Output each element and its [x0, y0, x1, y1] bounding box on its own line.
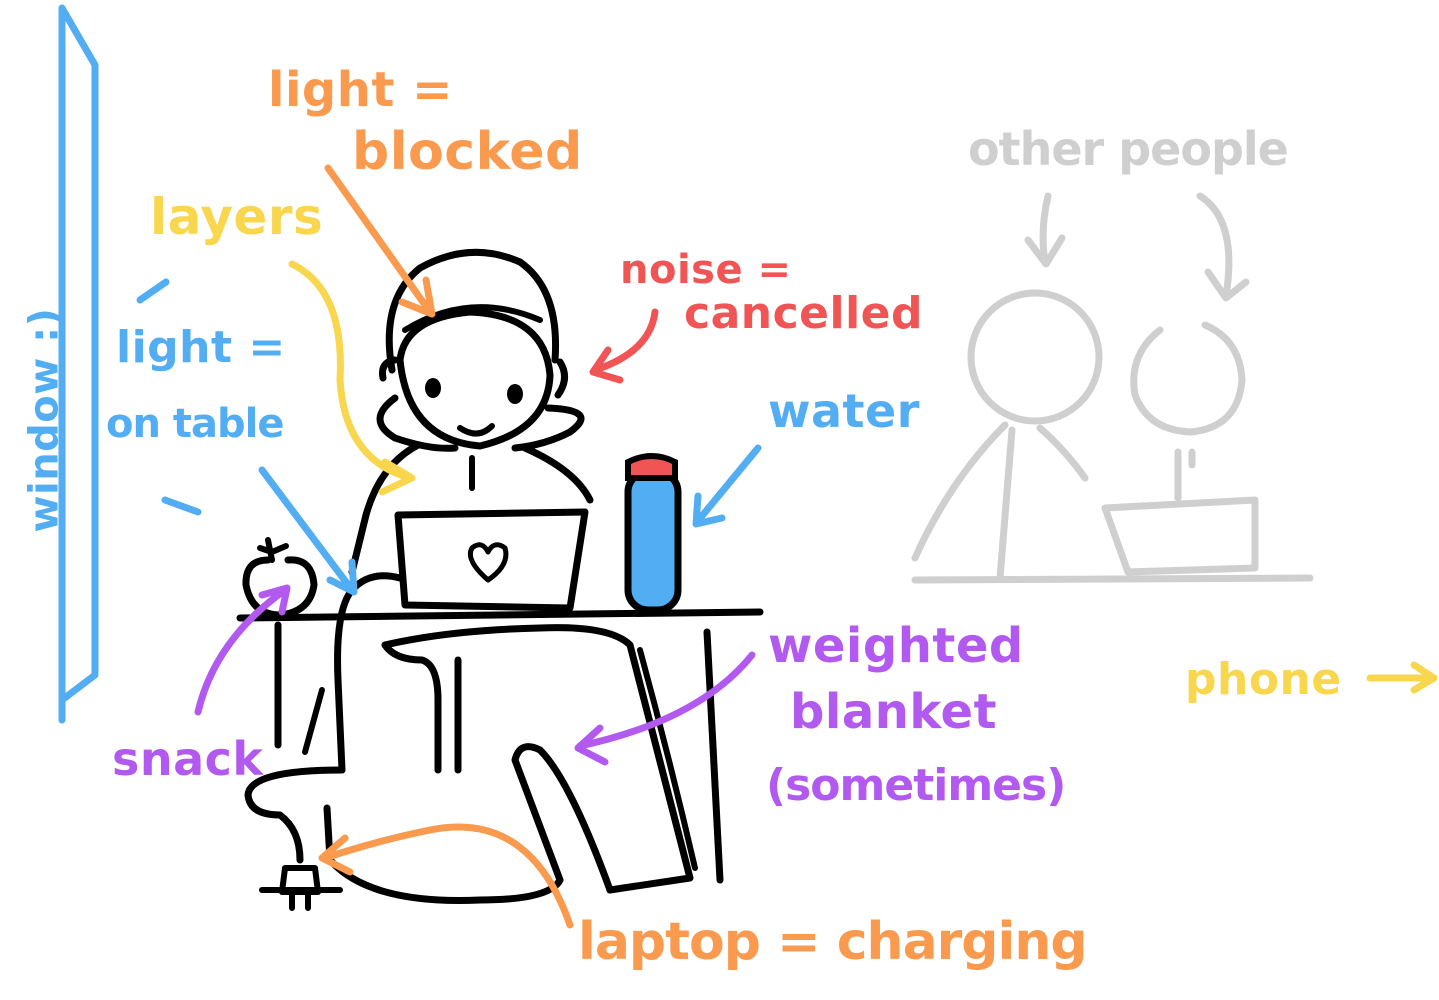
light-on-table-label-line2: on table	[106, 401, 284, 447]
other-people-figures	[911, 192, 1314, 584]
arrow-layers	[288, 260, 416, 496]
weighted-label-line1: weighted	[768, 618, 1024, 674]
layers-label: layers	[150, 188, 324, 246]
noise-label-line1: noise =	[620, 247, 792, 293]
light-on-table-label-line1: light =	[116, 322, 286, 373]
water-bottle	[624, 453, 682, 614]
charging-cable	[244, 766, 564, 911]
arrow-noise-cancelled	[589, 308, 659, 384]
light-blocked-label-line2: blocked	[352, 122, 583, 182]
arrow-light-on-table	[136, 278, 358, 596]
laptop	[394, 508, 589, 612]
arrow-snack	[194, 584, 291, 716]
laptop-charging-label: laptop = charging	[578, 912, 1088, 972]
weighted-label-line2: blanket	[790, 684, 998, 740]
phone-label: phone	[1185, 654, 1342, 705]
weighted-blanket	[381, 624, 698, 894]
apple-snack	[242, 537, 318, 619]
heart-icon	[467, 542, 509, 583]
desk	[236, 608, 764, 884]
other-people-label: other people	[968, 122, 1289, 176]
face	[396, 308, 554, 450]
arrow-water	[692, 444, 762, 528]
snack-label: snack	[112, 732, 264, 786]
arrow-light-blocked	[324, 164, 436, 318]
arrow-laptop-charging	[318, 823, 574, 929]
weighted-label-line3: (sometimes)	[766, 760, 1066, 811]
light-blocked-label-line1: light =	[268, 62, 453, 118]
arrow-weighted-blanket	[574, 651, 756, 766]
noise-label-line2: cancelled	[684, 288, 924, 339]
water-label: water	[768, 384, 920, 438]
arrow-phone	[1366, 661, 1438, 694]
person	[334, 248, 594, 774]
window-frame	[58, 4, 99, 724]
window-label: window :)	[21, 307, 68, 533]
